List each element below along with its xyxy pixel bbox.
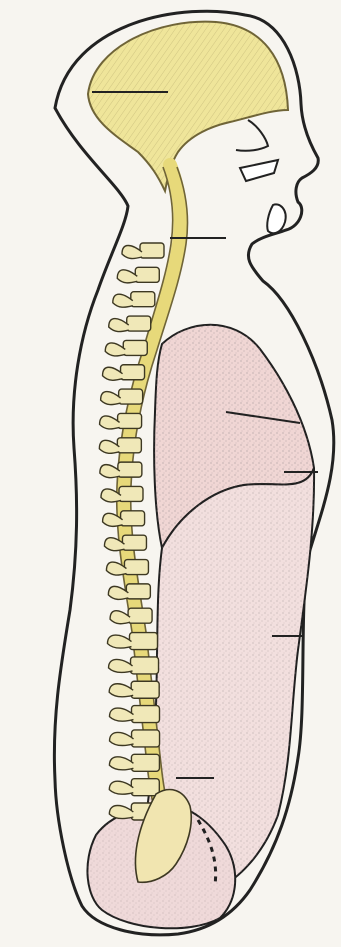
spinous-process xyxy=(109,659,133,672)
spinous-process xyxy=(110,732,134,745)
spinous-process xyxy=(109,319,129,332)
spinous-process xyxy=(105,343,125,356)
vertebra xyxy=(131,292,155,307)
vertebra xyxy=(127,316,151,331)
vertebra xyxy=(119,389,143,404)
vertebra xyxy=(121,365,145,380)
spinous-process xyxy=(101,392,121,405)
vertebra xyxy=(131,681,159,698)
spinous-process xyxy=(103,367,123,380)
vertebra xyxy=(124,560,148,575)
vertebra xyxy=(132,730,160,747)
vertebra xyxy=(126,584,150,599)
spinous-process xyxy=(113,294,133,307)
vertebra xyxy=(135,267,159,282)
nose-mouth-shape xyxy=(267,204,285,233)
spinous-process xyxy=(100,465,120,478)
vertebra xyxy=(118,413,142,428)
vertebra xyxy=(119,486,143,501)
vertebra xyxy=(123,340,147,355)
vertebra xyxy=(131,754,159,771)
spinous-process xyxy=(107,635,131,648)
forehead-line xyxy=(236,120,268,151)
vertebra xyxy=(131,706,159,723)
spinous-process xyxy=(110,611,130,624)
vertebra xyxy=(131,779,159,796)
spinous-process xyxy=(109,757,133,770)
spinous-process xyxy=(100,416,120,429)
vertebra xyxy=(140,243,164,258)
spinous-process xyxy=(109,806,133,819)
vertebra xyxy=(129,633,157,650)
spinous-process xyxy=(99,440,119,453)
vertebra xyxy=(118,462,142,477)
vertebra xyxy=(131,657,159,674)
spinous-process xyxy=(109,708,133,721)
vertebra xyxy=(117,438,141,453)
spinous-process xyxy=(117,270,137,283)
vertebra xyxy=(128,608,152,623)
spinous-process xyxy=(122,246,142,259)
vertebra xyxy=(122,535,146,550)
spinous-process xyxy=(109,684,133,697)
vertebra xyxy=(121,511,145,526)
eye-shape xyxy=(240,160,278,181)
spinous-process xyxy=(109,781,133,794)
